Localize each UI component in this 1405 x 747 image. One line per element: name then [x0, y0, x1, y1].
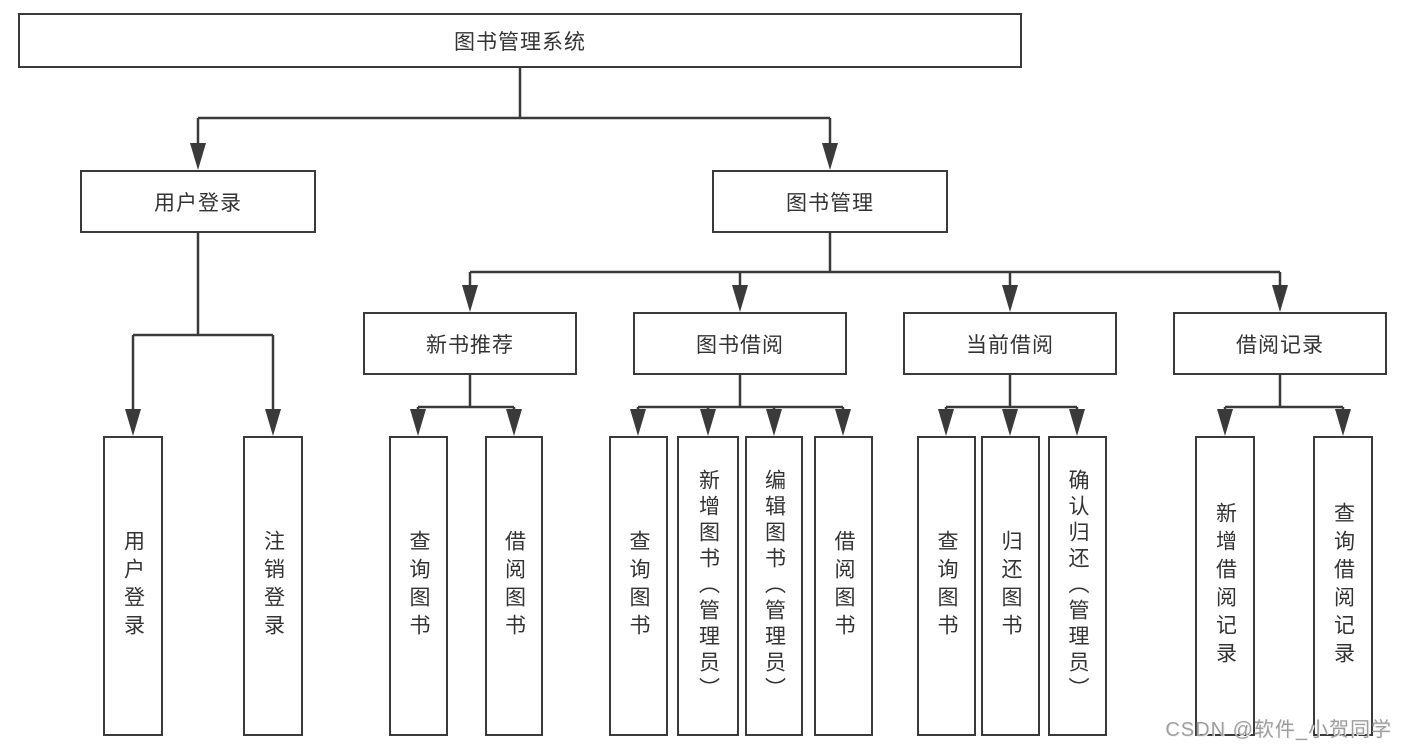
node-new-book-recommendation: 新书推荐 — [363, 312, 577, 375]
connector-root-to-level2 — [196, 68, 832, 150]
connector-book-borrow-to-leaves — [636, 375, 845, 416]
leaf-user-login: 用户登录 — [103, 436, 163, 736]
arrow-icon — [1002, 409, 1018, 436]
arrow-icon — [766, 409, 782, 436]
node-library-management-system: 图书管理系统 — [18, 13, 1022, 68]
leaf-borrow-books-recommend: 借阅图书 — [485, 436, 543, 736]
leaf-query-books-recommend: 查询图书 — [389, 436, 448, 736]
arrow-icon — [410, 409, 426, 436]
node-book-management: 图书管理 — [712, 170, 948, 233]
arrow-icon — [1335, 409, 1351, 436]
connector-new-book-to-leaves — [416, 375, 516, 416]
node-borrowing-records: 借阅记录 — [1173, 312, 1387, 375]
arrow-icon — [462, 285, 478, 312]
leaf-query-books-borrowing: 查询图书 — [609, 436, 668, 736]
arrow-icon — [835, 409, 851, 436]
connector-borrow-records-to-leaves — [1223, 375, 1345, 416]
arrow-icon — [1002, 285, 1018, 312]
arrow-icon — [125, 409, 141, 436]
connector-book-mgmt-to-level3 — [468, 233, 1282, 292]
leaf-add-books-admin: 新增图书（管理员） — [677, 436, 739, 736]
arrow-icon — [822, 143, 838, 170]
leaf-add-borrow-record: 新增借阅记录 — [1195, 436, 1255, 736]
arrow-icon — [938, 409, 954, 436]
arrow-icon — [700, 409, 716, 436]
arrow-icon — [630, 409, 646, 436]
node-user-login: 用户登录 — [80, 170, 316, 233]
connector-user-login-to-leaves — [131, 233, 275, 416]
arrow-icon — [1069, 409, 1085, 436]
arrow-icon — [1217, 409, 1233, 436]
leaf-edit-books-admin: 编辑图书（管理员） — [745, 436, 803, 736]
arrow-icon — [1272, 285, 1288, 312]
node-current-borrowing: 当前借阅 — [903, 312, 1117, 375]
connector-current-borrow-to-leaves — [944, 375, 1079, 416]
arrowheads — [125, 143, 1351, 436]
arrow-icon — [265, 409, 281, 436]
arrow-icon — [506, 409, 522, 436]
node-book-borrowing: 图书借阅 — [633, 312, 847, 375]
leaf-return-books: 归还图书 — [981, 436, 1040, 736]
leaf-query-books-current: 查询图书 — [917, 436, 976, 736]
leaf-logout: 注销登录 — [243, 436, 303, 736]
leaf-query-borrow-record: 查询借阅记录 — [1313, 436, 1373, 736]
arrow-icon — [732, 285, 748, 312]
leaf-borrow-books: 借阅图书 — [814, 436, 873, 736]
leaf-confirm-return-admin: 确认归还（管理员） — [1048, 436, 1107, 736]
csdn-watermark: CSDN @软件_小贺同学 — [1165, 719, 1392, 741]
arrow-icon — [190, 143, 206, 170]
